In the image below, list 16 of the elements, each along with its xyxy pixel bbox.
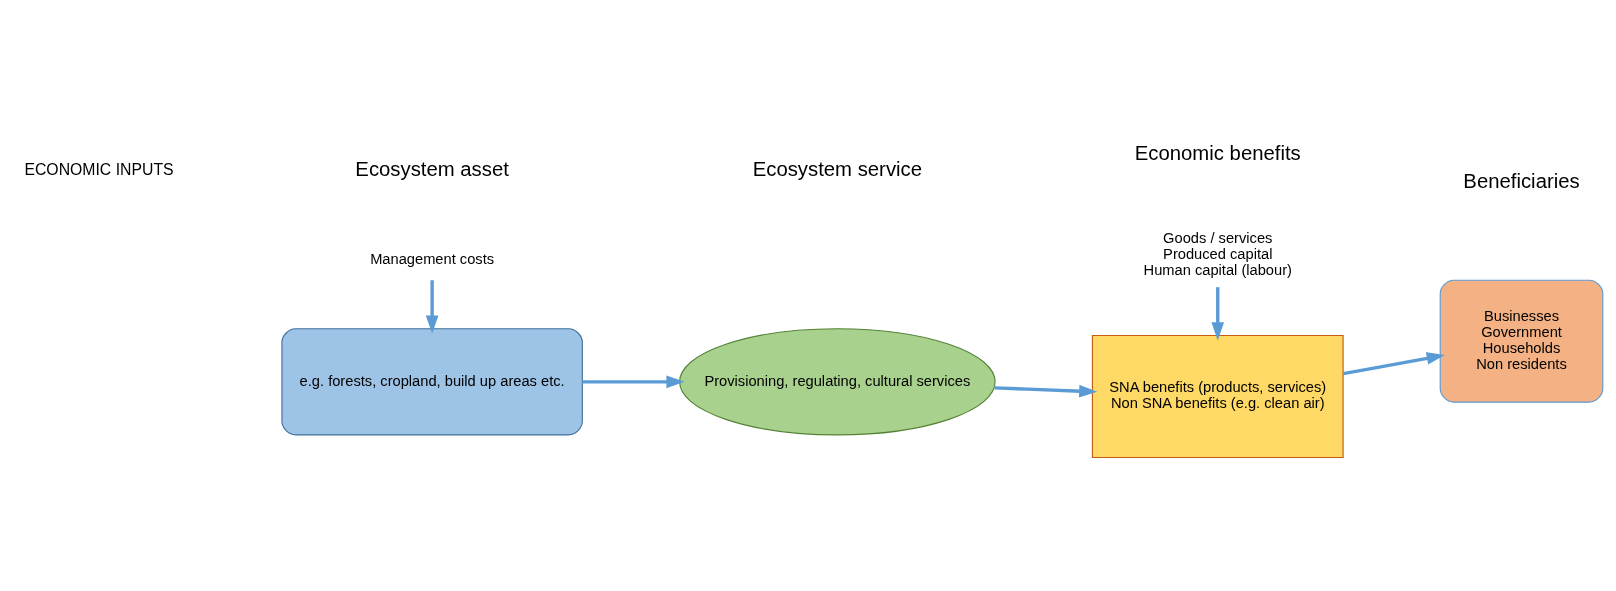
arrow <box>1211 286 1225 340</box>
arrow <box>1342 351 1445 375</box>
arrow <box>582 375 685 388</box>
node-text: Management costs <box>370 250 495 267</box>
node-box: SNA benefits (products, services) Non SNA benefits (e.g. clean air) <box>1091 334 1344 458</box>
arrow <box>425 279 439 334</box>
label: Economic benefits <box>1134 141 1301 164</box>
node-text: Goods / services Produced capital Human capital (labour) <box>1143 229 1292 278</box>
label: ECONOMIC INPUTS <box>24 160 174 178</box>
label: Ecosystem asset <box>355 157 509 180</box>
label: Beneficiaries <box>1463 169 1580 192</box>
node-box: Businesses Government Households Non residents <box>1439 279 1604 403</box>
arrow <box>994 384 1098 397</box>
node-box: e.g. forests, cropland, build up areas etc. <box>281 327 583 435</box>
label: Ecosystem service <box>752 157 923 180</box>
node-ellipse: Provisioning, regulating, cultural services <box>679 327 996 435</box>
